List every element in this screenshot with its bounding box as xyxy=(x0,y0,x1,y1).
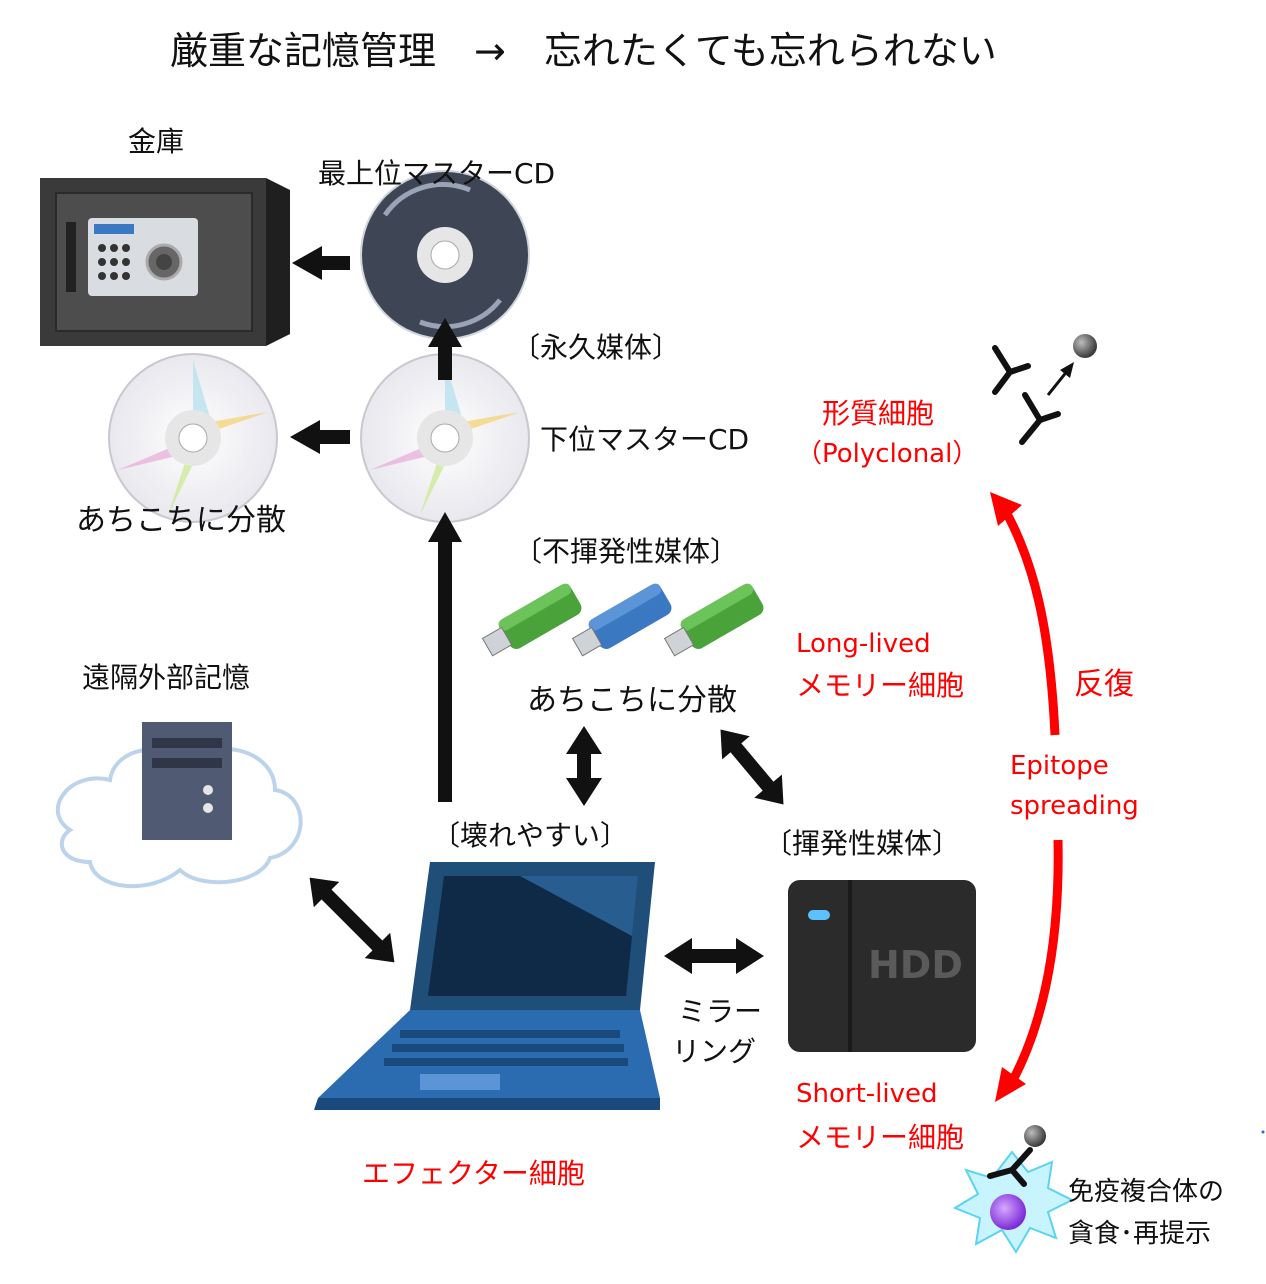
short-lived-memory-label: メモリー細胞 xyxy=(796,1121,965,1154)
effector-cell-label: エフェクター細胞 xyxy=(362,1157,585,1190)
repeat-label: 反復 xyxy=(1074,667,1134,702)
volatile-media-label: 〔揮発性媒体〕 xyxy=(764,827,961,860)
red-arrowhead-up xyxy=(990,492,1022,526)
arrow-mirroring-bidirectional xyxy=(664,938,764,974)
spreading-label: spreading xyxy=(1010,791,1139,821)
arrow-up-to-top-cd xyxy=(428,318,462,380)
scattered-usb-label: あちこちに分散 xyxy=(527,683,737,718)
safe-label: 金庫 xyxy=(128,125,185,158)
top-master-cd-icon xyxy=(360,170,530,340)
antigen-arrow xyxy=(1046,362,1074,396)
nonvolatile-media-label: 〔不揮発性媒体〕 xyxy=(514,535,739,568)
epitope-label: Epitope xyxy=(1010,751,1109,781)
arrow-to-safe xyxy=(292,246,350,280)
plasma-cell-label: 形質細胞 xyxy=(822,397,935,430)
antibody-icon xyxy=(992,345,1031,395)
cloud-server-icon xyxy=(55,722,303,889)
immune-complex-label-line2: 貪食･再提示 xyxy=(1068,1219,1212,1249)
long-lived-memory-label: メモリー細胞 xyxy=(796,669,965,702)
stray-dot xyxy=(1261,1130,1265,1134)
scattered-cd-label: あちこちに分散 xyxy=(76,503,286,538)
page-title: 厳重な記憶管理 → 忘れたくても忘れられない xyxy=(170,29,997,73)
red-arrow-up xyxy=(1001,507,1060,736)
mirroring-label-line1: ミラー xyxy=(678,995,763,1028)
arrow-fragile-usb-bidirectional xyxy=(566,726,602,806)
arrow-usb-hdd-bidirectional xyxy=(720,729,784,805)
fragile-label: 〔壊れやすい〕 xyxy=(432,819,629,852)
phagocyte-icon xyxy=(952,1125,1075,1254)
scattered-cd-icon xyxy=(108,353,278,523)
lower-master-cd-icon xyxy=(360,353,530,523)
hdd-label: HDD xyxy=(868,943,963,987)
usb-drive-icon xyxy=(481,583,582,657)
remote-storage-label: 遠隔外部記憶 xyxy=(82,661,251,694)
long-lived-label: Long-lived xyxy=(796,629,931,659)
arrow-cloud-laptop-bidirectional xyxy=(309,877,395,963)
arrow-to-scattered-cd xyxy=(290,420,350,454)
laptop-icon xyxy=(314,862,660,1110)
antibody-icon xyxy=(1019,392,1061,445)
immune-complex-label-line1: 免疫複合体の xyxy=(1068,1177,1225,1207)
usb-drive-icon xyxy=(663,583,764,657)
lower-master-cd-label: 下位マスターCD xyxy=(540,423,750,456)
plasma-cell-polyclonal-label: （Polyclonal） xyxy=(796,439,979,469)
short-lived-label: Short-lived xyxy=(796,1079,938,1109)
red-arrowhead-down xyxy=(995,1067,1026,1102)
antigen-icon xyxy=(1073,334,1097,358)
hdd-icon xyxy=(788,880,976,1052)
mirroring-label-line2: リング xyxy=(672,1035,757,1068)
red-arrow-down xyxy=(1008,839,1063,1085)
arrow-up-laptop-to-cd xyxy=(428,512,462,802)
safe-icon xyxy=(40,178,290,346)
top-master-cd-label: 最上位マスターCD xyxy=(318,157,556,190)
usb-drive-icon xyxy=(571,583,672,657)
permanent-media-label: 〔永久媒体〕 xyxy=(512,331,681,364)
